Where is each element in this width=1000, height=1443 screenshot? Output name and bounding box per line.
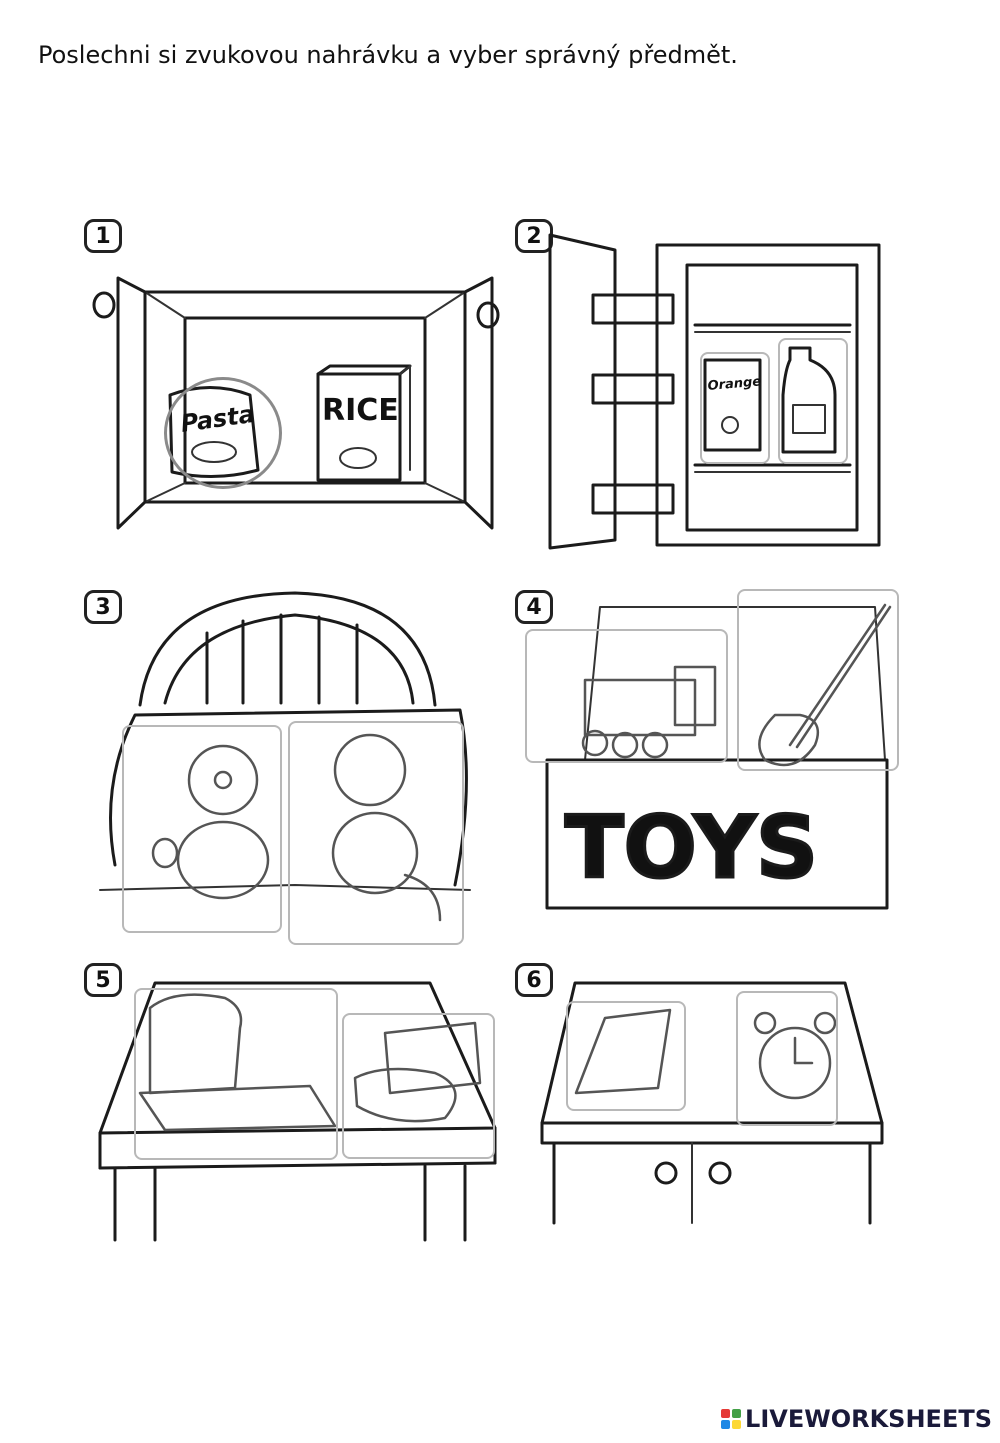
choice-pasta[interactable] bbox=[164, 377, 282, 489]
cupboard-illustration: Pasta RICE bbox=[90, 270, 510, 540]
scene-number-3: 3 bbox=[84, 590, 122, 624]
choice-orange-juice[interactable] bbox=[700, 352, 770, 464]
cabinet-illustration bbox=[540, 978, 885, 1228]
instruction-text: Poslechni si zvukovou nahrávku a vyber s… bbox=[38, 41, 738, 69]
scene-number-1: 1 bbox=[84, 219, 122, 253]
table-food-illustration bbox=[95, 978, 505, 1243]
choice-tiger[interactable] bbox=[288, 721, 464, 945]
liveworksheets-logo-icon bbox=[721, 1409, 742, 1429]
choice-train[interactable] bbox=[525, 629, 728, 763]
scene-number-4: 4 bbox=[515, 590, 553, 624]
choice-milk[interactable] bbox=[778, 338, 848, 464]
choice-dog[interactable] bbox=[122, 725, 282, 933]
orange-label: Orange bbox=[707, 374, 762, 394]
choice-clock[interactable] bbox=[736, 991, 838, 1126]
rice-label: RICE bbox=[322, 393, 399, 428]
fridge-illustration: Orange bbox=[545, 230, 885, 555]
scene-number-6: 6 bbox=[515, 963, 553, 997]
toybox-illustration: TOYS bbox=[525, 595, 900, 915]
choice-bread[interactable] bbox=[134, 988, 338, 1160]
choice-book[interactable] bbox=[566, 1001, 686, 1111]
toys-label: TOYS bbox=[565, 798, 818, 898]
choice-guitar[interactable] bbox=[737, 589, 899, 771]
choice-rice[interactable] bbox=[317, 374, 403, 482]
footer-brand: LIVEWORKSHEETS bbox=[721, 1405, 992, 1433]
scene-number-2: 2 bbox=[515, 219, 553, 253]
scene-number-5: 5 bbox=[84, 963, 122, 997]
choice-cheese[interactable] bbox=[342, 1013, 495, 1159]
footer-brand-text: LIVEWORKSHEETS bbox=[745, 1405, 992, 1433]
